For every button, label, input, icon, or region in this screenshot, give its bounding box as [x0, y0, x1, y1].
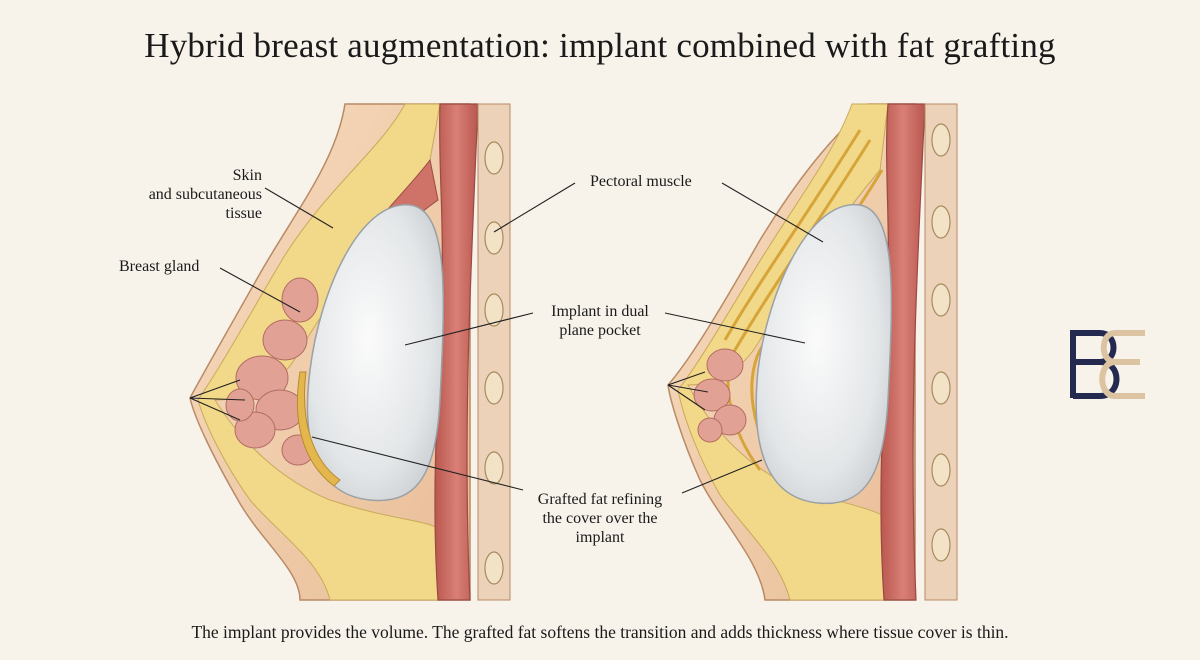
label-skin-line-3: tissue	[225, 205, 262, 222]
right-pectoral-muscle	[880, 103, 926, 601]
page-title: Hybrid breast augmentation: implant comb…	[144, 26, 1056, 65]
leader-fat-left	[311, 436, 524, 491]
right-implant	[755, 204, 893, 505]
right-ribs	[931, 123, 951, 562]
leader-implant-left	[404, 312, 534, 346]
right-ducts	[667, 371, 709, 411]
logo-e-letter	[1099, 330, 1145, 399]
label-breast-gland: Breast gland	[119, 258, 200, 275]
label-skin: Skin and subcutaneous tissue	[100, 166, 262, 223]
logo-mark	[1070, 330, 1145, 399]
left-ducts	[189, 379, 246, 421]
left-ribs	[484, 141, 504, 585]
label-grafted-fat-line-3: implant	[575, 529, 625, 546]
right-breast-gland	[693, 348, 747, 443]
right-rib-column	[924, 103, 958, 601]
leader-pectoral-right	[721, 182, 824, 243]
leader-skin	[264, 187, 334, 229]
label-skin-line-2: and subcutaneous	[148, 186, 262, 203]
left-implant	[306, 204, 445, 502]
leader-lines	[219, 182, 824, 494]
label-grafted-fat-line-1: Grafted fat refining	[537, 491, 663, 508]
label-skin-line-1: Skin	[232, 167, 262, 184]
label-grafted-fat-line-2: the cover over the	[542, 510, 658, 527]
leader-pectoral-left	[493, 182, 576, 233]
caption: The implant provides the volume. The gra…	[191, 622, 1009, 642]
leader-implant-right	[664, 312, 806, 344]
left-breast-diagram	[189, 103, 511, 601]
left-rib-column	[477, 103, 511, 601]
label-grafted-fat: Grafted fat refining the cover over the …	[510, 490, 690, 547]
right-breast-diagram	[667, 103, 958, 601]
leader-breast-gland	[219, 267, 301, 313]
leader-fat-right	[681, 459, 763, 494]
label-implant-line-2: plane pocket	[559, 322, 641, 339]
label-implant-line-1: Implant in dual	[551, 303, 649, 320]
label-implant: Implant in dual plane pocket	[520, 302, 680, 340]
left-grafted-fat	[296, 371, 341, 487]
left-pectoral-muscle	[434, 103, 479, 601]
label-pectoral-muscle: Pectoral muscle	[590, 173, 692, 190]
